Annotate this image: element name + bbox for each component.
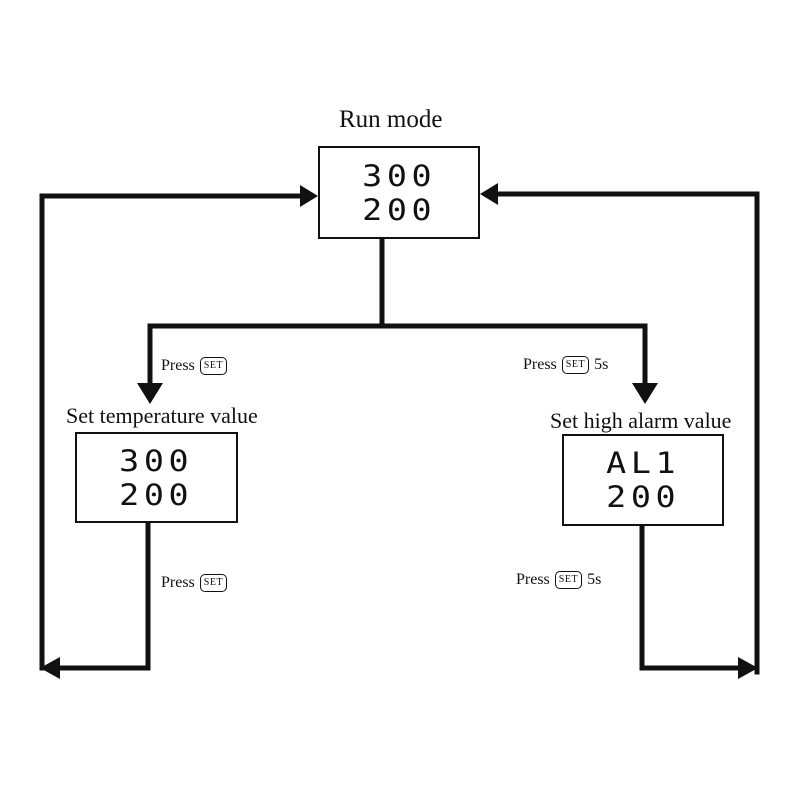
set-key-icon: SET bbox=[199, 357, 228, 375]
set-key-icon: SET bbox=[554, 571, 583, 589]
set-high-alarm-display-bottom: 200 bbox=[605, 480, 681, 514]
hold-duration: 5s bbox=[594, 356, 609, 373]
set-high-alarm-display: AL1 200 bbox=[562, 434, 724, 526]
press-word: Press bbox=[523, 356, 557, 373]
arrowhead-into-alarm bbox=[632, 383, 658, 404]
press-word: Press bbox=[516, 571, 550, 588]
press-word: Press bbox=[161, 574, 195, 591]
set-temperature-display-top: 300 bbox=[119, 443, 194, 478]
alarm-return-line bbox=[639, 524, 743, 671]
set-key-icon: SET bbox=[199, 574, 228, 592]
set-temperature-display: 300 200 bbox=[75, 432, 238, 523]
hold-duration: 5s bbox=[587, 571, 602, 588]
arrowhead-left-bottom bbox=[40, 657, 60, 679]
press-set-temperature-return-label: Press SET bbox=[161, 574, 228, 592]
arrowhead-into-run-left bbox=[300, 185, 318, 207]
run-mode-display-top: 300 bbox=[361, 158, 437, 193]
set-high-alarm-display-top: AL1 bbox=[605, 446, 681, 480]
set-key-icon: SET bbox=[561, 356, 590, 374]
arrowhead-right-bottom bbox=[738, 657, 758, 679]
temperature-return-line bbox=[55, 521, 151, 671]
press-set-to-alarm-label: Press SET 5s bbox=[523, 356, 608, 374]
right-loop-line bbox=[493, 191, 760, 675]
press-word: Press bbox=[161, 357, 195, 374]
arrowhead-into-temperature bbox=[137, 383, 163, 404]
press-set-alarm-return-label: Press SET 5s bbox=[516, 571, 601, 589]
run-mode-display: 300 200 bbox=[318, 146, 480, 239]
arrowhead-into-run-right bbox=[480, 183, 498, 205]
set-temperature-title: Set temperature value bbox=[66, 403, 258, 428]
left-loop-line bbox=[39, 193, 305, 671]
set-temperature-display-bottom: 200 bbox=[119, 477, 194, 512]
run-mode-display-bottom: 200 bbox=[361, 192, 437, 227]
set-high-alarm-title: Set high alarm value bbox=[550, 408, 732, 433]
press-set-to-temperature-label: Press SET bbox=[161, 357, 228, 375]
run-mode-title: Run mode bbox=[339, 106, 443, 133]
